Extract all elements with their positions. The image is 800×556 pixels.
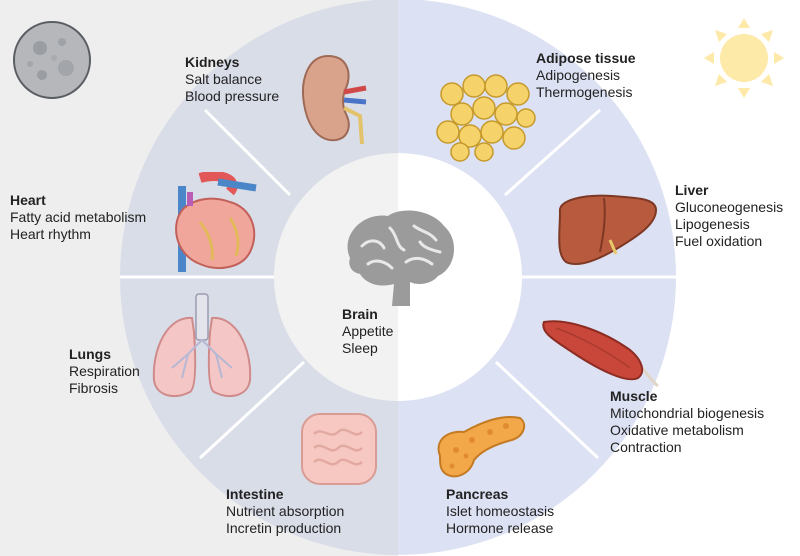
brain-icon [347,210,455,306]
divider-kidneys-heart [203,108,292,197]
pancreas-function-1: Islet homeostasis [446,503,555,519]
intestine-icon [301,413,377,485]
adipose-title: Adipose tissue [536,50,636,66]
lungs-title: Lungs [69,346,111,362]
lungs-icon [152,293,252,397]
intestine-function-1: Nutrient absorption [226,503,345,519]
muscle-function-1: Mitochondrial biogenesis [610,405,765,421]
kidneys-label: Kidneys Salt balance Blood pressure [185,54,279,105]
muscle-function-3: Contraction [610,439,682,455]
muscle-label: Muscle Mitochondrial biogenesis Oxidativ… [610,388,764,456]
heart-function-1: Fatty acid metabolism [10,209,147,225]
brain-function-2: Sleep [342,340,378,356]
intestine-function-2: Incretin production [226,520,342,536]
intestine-label: Intestine Nutrient absorption Incretin p… [226,486,344,537]
kidneys-function-2: Blood pressure [185,88,280,104]
pancreas-icon [437,416,526,478]
liver-title: Liver [675,182,709,198]
brain-function-1: Appetite [342,323,394,339]
center-circle-night [274,153,398,401]
lungs-label: Lungs Respiration Fibrosis [69,346,140,397]
muscle-icon [541,320,659,388]
heart-label: Heart Fatty acid metabolism Heart rhythm [10,192,146,243]
brain-title: Brain [342,306,378,322]
heart-function-2: Heart rhythm [10,226,91,242]
divider-muscle-pancreas [494,360,600,460]
adipose-function-2: Thermogenesis [536,84,633,100]
muscle-title: Muscle [610,388,658,404]
pancreas-label: Pancreas Islet homeostasis Hormone relea… [446,486,554,537]
heart-icon [175,172,257,272]
adipose-label: Adipose tissue Adipogenesis Thermogenesi… [536,50,636,101]
kidney-icon [302,54,367,145]
muscle-function-2: Oxidative metabolism [610,422,744,438]
moon-icon [13,21,91,99]
segment-dividers [120,108,678,460]
liver-label: Liver Gluconeogenesis Lipogenesis Fuel o… [675,182,783,250]
fat-cells-icon [436,74,536,162]
sun-icon [704,18,784,98]
intestine-title: Intestine [226,486,284,502]
liver-icon [558,194,658,266]
divider-adipose-liver [503,108,602,197]
kidneys-function-1: Salt balance [185,71,263,87]
brain-label: Brain Appetite Sleep [342,306,393,357]
lungs-function-2: Fibrosis [69,380,119,396]
liver-function-3: Fuel oxidation [675,233,763,249]
liver-function-2: Lipogenesis [675,216,750,232]
lungs-function-1: Respiration [69,363,140,379]
liver-function-1: Gluconeogenesis [675,199,784,215]
kidneys-title: Kidneys [185,54,240,70]
divider-lungs-intestine [198,360,306,460]
adipose-function-1: Adipogenesis [536,67,621,83]
pancreas-function-2: Hormone release [446,520,554,536]
heart-title: Heart [10,192,46,208]
pancreas-title: Pancreas [446,486,509,502]
